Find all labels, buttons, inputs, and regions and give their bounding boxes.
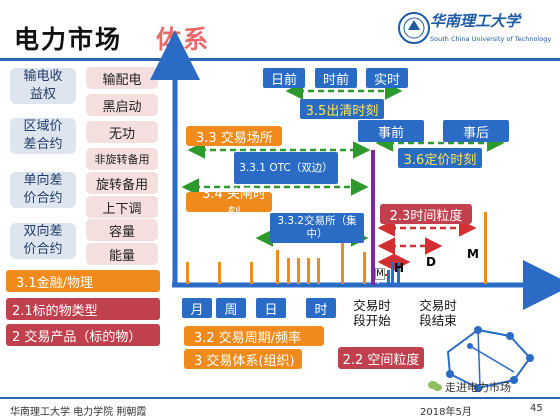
- logo-emblem-icon: [398, 12, 430, 44]
- header-divider: [0, 58, 560, 61]
- footer-date: 2018年5月: [420, 407, 472, 418]
- btn-real-time: 实时: [366, 68, 408, 88]
- btn-hour: 时: [306, 298, 336, 318]
- time-granularity-label: 2.3时间粒度: [380, 204, 472, 224]
- footer-divider: [0, 397, 560, 399]
- product-regulation: 上下调: [86, 196, 158, 218]
- orange-bar-9: [341, 232, 344, 284]
- pricing-time-label: 3.6定价时刻: [398, 148, 482, 168]
- logo-name: 华南理工大学: [430, 12, 521, 30]
- letter-h: H: [393, 261, 405, 275]
- orange-bar-6: [297, 258, 300, 284]
- product-category-label: 2 交易产品（标的物）: [6, 324, 160, 346]
- left-label-transmission-rights: 输电收 益权: [10, 68, 76, 104]
- orange-bar-7: [307, 258, 310, 284]
- left-label-regional-spread: 区域价 差合约: [10, 118, 76, 154]
- watermark-text: 走进电力市场: [445, 381, 511, 394]
- btn-week: 周: [216, 298, 246, 318]
- orange-bar-1: [186, 262, 189, 284]
- blue-bar-2: [397, 262, 400, 284]
- space-granularity-label: 2.2 空间粒度: [338, 347, 424, 369]
- btn-month: 月: [182, 298, 212, 318]
- letter-m-small: M: [375, 268, 385, 280]
- finance-physical-label: 3.1金融/物理: [6, 270, 160, 292]
- product-transmission: 输配电: [86, 67, 158, 89]
- orange-bar-10: [363, 252, 366, 284]
- letter-d: D: [426, 255, 436, 269]
- orange-bar-3: [250, 262, 253, 284]
- page-number: 45: [530, 403, 543, 414]
- product-black-start: 黑启动: [86, 94, 158, 116]
- left-label-one-way-cfd: 单向差 价合约: [10, 172, 76, 208]
- venue-label: 3.3 交易场所: [186, 126, 282, 146]
- product-energy: 能量: [86, 243, 158, 265]
- gate-closure-label: 3.4 关闸时刻: [186, 187, 272, 221]
- exchange-label: 3.3.2交易所（集中）: [270, 213, 364, 243]
- spatial-map-sketch: [446, 328, 532, 390]
- otc-label: 3.3.1 OTC（双边）: [234, 152, 338, 184]
- product-spinning: 旋转备用: [86, 172, 158, 194]
- orange-bar-2: [218, 262, 221, 284]
- orange-bar-11: [484, 212, 487, 284]
- btn-day: 日: [256, 298, 286, 318]
- footer-author: 华南理工大学 电力学院 荆朝霞: [10, 407, 147, 418]
- trading-system-label: 3 交易体系(组织): [184, 349, 302, 369]
- product-non-spinning: 非旋转备用: [86, 148, 158, 170]
- orange-bar-8: [317, 258, 320, 284]
- trade-period-end: 交易时 段结束: [419, 298, 457, 328]
- orange-bar-5: [287, 258, 290, 284]
- btn-day-ahead: 日前: [263, 68, 305, 88]
- btn-hour-ahead: 时前: [315, 68, 357, 88]
- left-label-two-way-cfd: 双向差 价合约: [10, 223, 76, 259]
- trade-period-start: 交易时 段开始: [353, 298, 391, 328]
- btn-ex-post: 事后: [443, 120, 509, 142]
- product-capacity: 容量: [86, 219, 158, 241]
- object-type-label: 2.1标的物类型: [6, 298, 160, 320]
- product-reactive: 无功: [86, 121, 158, 143]
- wechat-icon: [428, 380, 442, 392]
- letter-m-large: M: [467, 247, 479, 261]
- page-title: 电力市场: [14, 25, 123, 54]
- blue-bar-1: [391, 262, 394, 284]
- clearing-time-label: 3.5出清时刻: [300, 99, 384, 119]
- trade-cycle-label: 3.2 交易周期/频率: [184, 326, 324, 346]
- orange-bar-4: [276, 250, 279, 284]
- blue-bar-3: [387, 270, 390, 284]
- btn-ex-ante: 事前: [358, 120, 424, 142]
- logo-english: South China University of Technology: [430, 35, 552, 43]
- university-logo: [398, 6, 558, 50]
